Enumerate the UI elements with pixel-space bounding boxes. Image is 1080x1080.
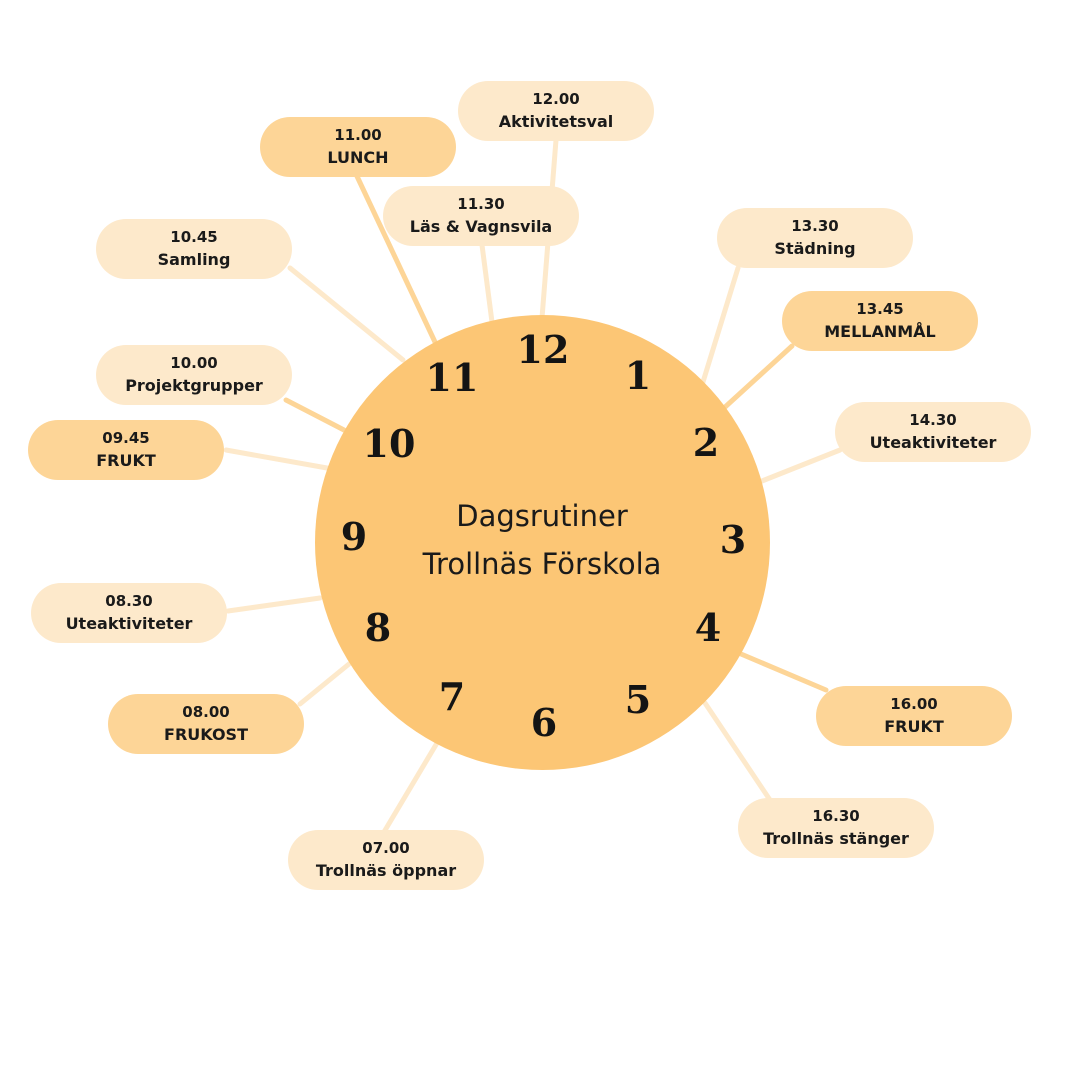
schedule-label: Uteaktiviteter (65, 614, 193, 633)
schedule-time: 11.30 (457, 195, 505, 213)
connector-11-00 (352, 169, 438, 345)
connector-16-30 (702, 700, 773, 803)
schedule-time: 11.00 (334, 126, 382, 144)
schedule-item-11-00: 11.00 LUNCH (260, 117, 456, 177)
schedule-item-13-30: 13.30 Städning (717, 208, 913, 268)
connector-07-00 (381, 740, 440, 835)
schedule-label: Läs & Vagnsvila (409, 217, 553, 236)
connector-08-30 (225, 595, 323, 614)
schedule-label: Trollnäs stänger (763, 829, 909, 848)
schedule-item-08-00: 08.00 FRUKOST (108, 694, 304, 754)
schedule-label: FRUKT (96, 451, 156, 470)
clock-numeral-4: 4 (694, 605, 722, 650)
schedule-item-12-00: 12.00 Aktivitetsval (458, 81, 654, 141)
connector-13-30 (700, 265, 741, 385)
clock-numeral-11: 11 (425, 355, 479, 400)
schedule-time: 13.45 (856, 300, 904, 318)
clock-face (315, 315, 770, 770)
schedule-label: Städning (774, 239, 856, 258)
connector-10-45 (287, 265, 406, 363)
schedule-item-08-30: 08.30 Uteaktiviteter (31, 583, 227, 643)
connector-14-30 (759, 447, 843, 484)
clock-numeral-1: 1 (624, 353, 652, 398)
schedule-item-10-45: 10.45 Samling (96, 219, 292, 279)
schedule-label: Projektgrupper (125, 376, 263, 395)
schedule-time: 16.30 (812, 807, 860, 825)
schedule-time: 16.00 (890, 695, 938, 713)
schedule-time: 07.00 (362, 839, 410, 857)
clock-numeral-2: 2 (692, 420, 720, 465)
schedule-item-16-00: 16.00 FRUKT (816, 686, 1012, 746)
chart-title: Dagsrutiner Trollnäs Förskola (423, 492, 662, 588)
title-line-2: Trollnäs Förskola (422, 547, 662, 581)
schedule-time: 08.30 (105, 592, 153, 610)
clock-numeral-12: 12 (516, 327, 570, 372)
schedule-label: FRUKOST (164, 725, 248, 744)
schedule-label: Uteaktiviteter (869, 433, 997, 452)
clock-numeral-10: 10 (362, 421, 416, 466)
schedule-time: 10.45 (170, 228, 218, 246)
schedule-item-14-30: 14.30 Uteaktiviteter (835, 402, 1031, 462)
schedule-label: FRUKT (884, 717, 944, 736)
schedule-item-10-00: 10.00 Projektgrupper (96, 345, 292, 405)
clock-numeral-5: 5 (624, 677, 652, 722)
schedule-item-11-30: 11.30 Läs & Vagnsvila (383, 186, 579, 246)
connector-08-00 (297, 661, 352, 707)
schedule-time: 14.30 (909, 411, 957, 429)
clock-numeral-3: 3 (719, 517, 747, 562)
schedule-item-16-30: 16.30 Trollnäs stänger (738, 798, 934, 858)
schedule-time: 12.00 (532, 90, 580, 108)
clock-numeral-7: 7 (438, 674, 466, 719)
schedule-label: Aktivitetsval (498, 112, 614, 131)
schedule-label: MELLANMÅL (824, 322, 936, 341)
connector-13-45 (721, 343, 795, 411)
connector-11-30 (479, 242, 495, 325)
connector-10-00 (283, 397, 347, 433)
schedule-item-07-00: 07.00 Trollnäs öppnar (288, 830, 484, 890)
schedule-time: 09.45 (102, 429, 150, 447)
schedule-item-13-45: 13.45 MELLANMÅL (782, 291, 978, 351)
connector-16-00 (738, 651, 829, 693)
title-line-1: Dagsrutiner (456, 499, 628, 533)
schedule-item-09-45: 09.45 FRUKT (28, 420, 224, 480)
schedule-time: 08.00 (182, 703, 230, 721)
schedule-time: 10.00 (170, 354, 218, 372)
schedule-label: Samling (157, 250, 231, 269)
schedule-time: 13.30 (791, 217, 839, 235)
clock-numeral-9: 9 (340, 514, 368, 559)
clock-numeral-8: 8 (364, 605, 392, 650)
schedule-label: LUNCH (327, 148, 389, 167)
clock-numeral-6: 6 (530, 700, 558, 745)
connector-09-45 (223, 447, 330, 471)
schedule-label: Trollnäs öppnar (315, 861, 457, 880)
